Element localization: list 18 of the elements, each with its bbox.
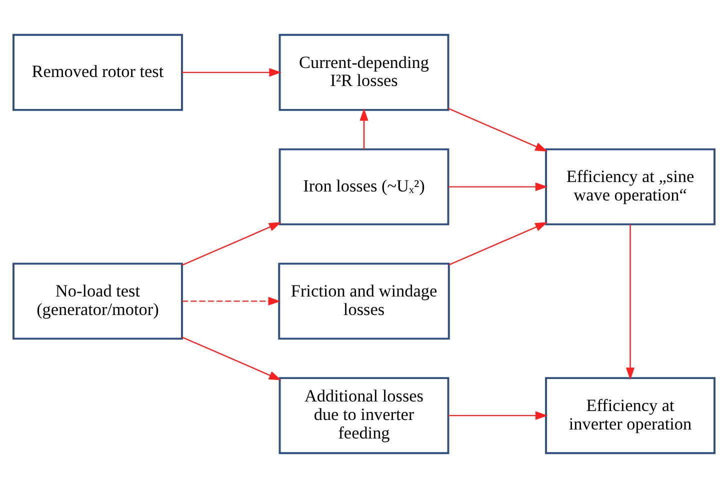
arrow [448, 222, 548, 266]
arrow [448, 411, 548, 420]
node-box: Iron losses (~Uₓ²) [278, 148, 450, 226]
node-box: Friction and windage losses [278, 262, 450, 340]
arrow [182, 336, 282, 380]
arrow [626, 224, 635, 380]
node-box: Current-depending I²R losses [278, 34, 450, 111]
arrow [360, 108, 368, 150]
arrow [448, 108, 548, 152]
arrow [182, 222, 282, 266]
arrow [182, 68, 282, 77]
node-box: Efficiency at inverter operation [545, 377, 716, 454]
node-box: Additional losses due to inverter feeding [278, 377, 450, 454]
arrow [448, 182, 548, 192]
node-box: Efficiency at „sine wave operation“ [545, 148, 716, 226]
arrow [182, 296, 281, 306]
node-box: No-load test (generator/motor) [12, 262, 183, 340]
node-box: Removed rotor test [12, 34, 183, 111]
